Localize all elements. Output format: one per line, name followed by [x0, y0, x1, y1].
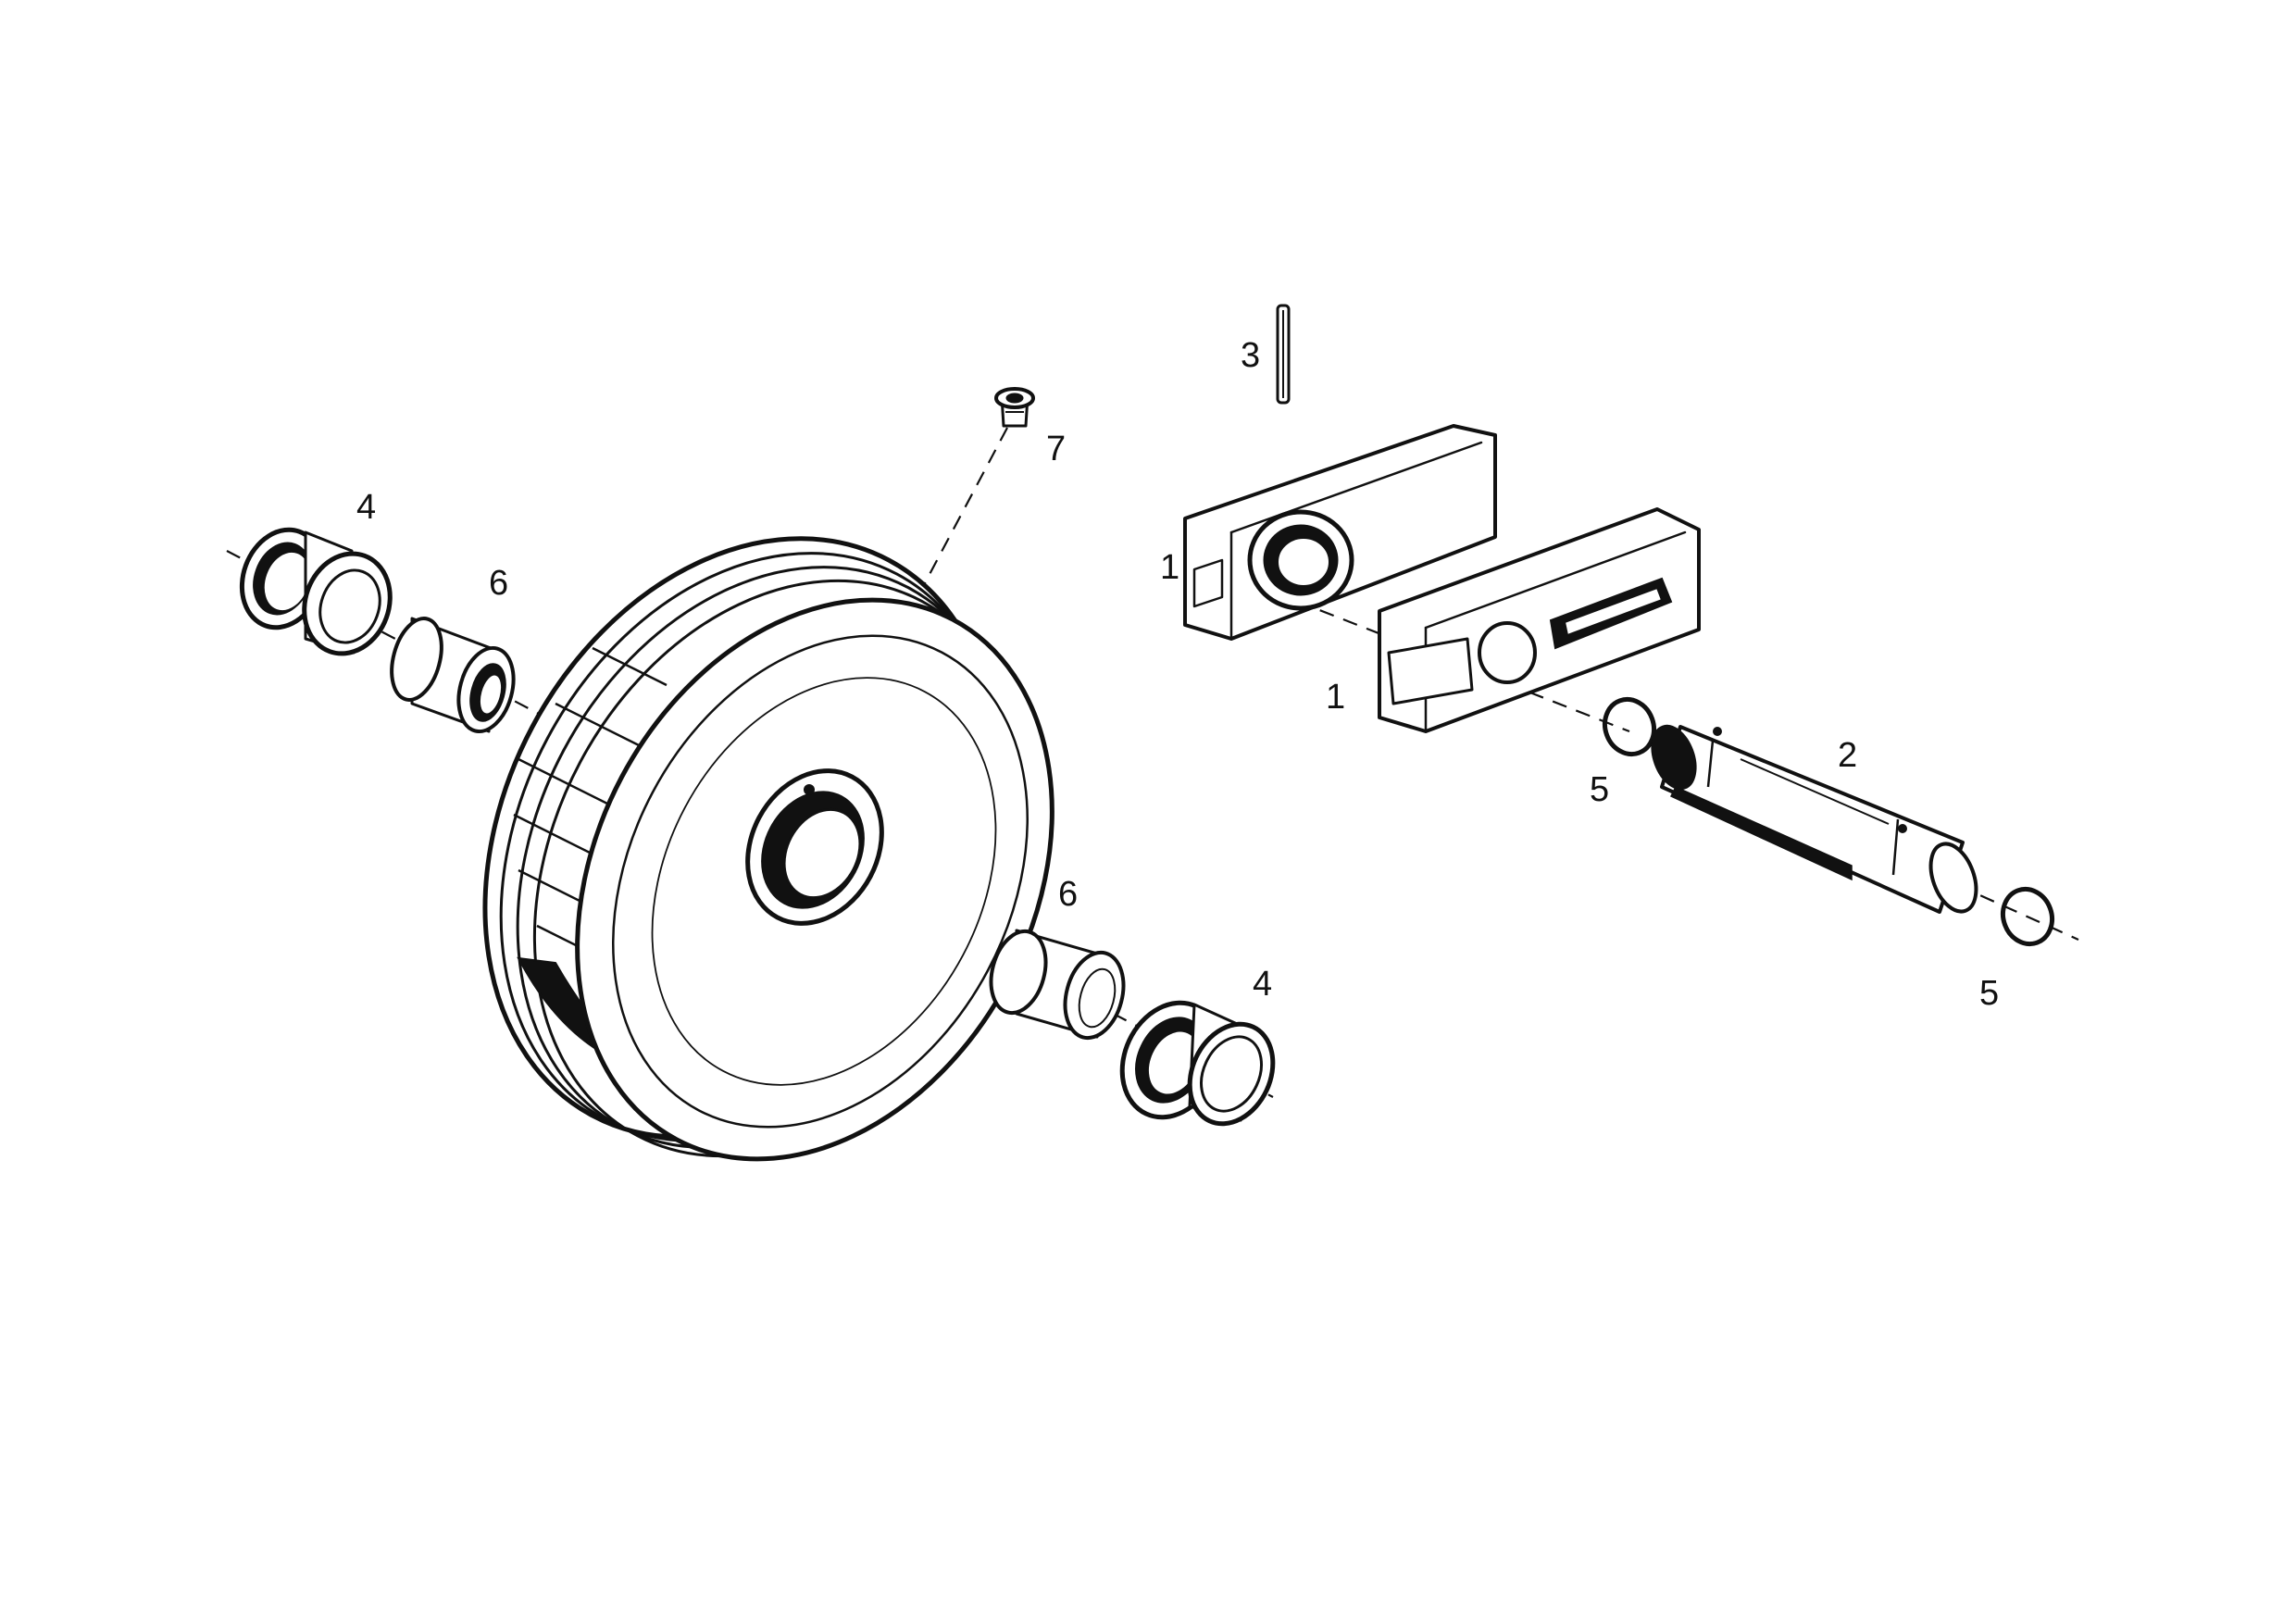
seal-right [1119, 1000, 1276, 1127]
callout-o-ring-left: 5 [1590, 770, 1609, 809]
mounting-block-upper [1183, 424, 1497, 641]
callout-bushing-right: 6 [1058, 875, 1078, 914]
o-ring-right [2001, 886, 2054, 947]
callout-bushing-left: 6 [489, 564, 508, 603]
idler-wheel [482, 536, 1054, 1162]
bushing-left [390, 617, 516, 734]
callout-block-upper: 1 [1160, 548, 1179, 587]
callout-o-ring-right: 5 [1979, 974, 1999, 1013]
callout-plug: 7 [1046, 430, 1066, 468]
o-ring-left [1603, 696, 1656, 757]
mounting-block-lower [1378, 507, 1701, 733]
callout-shaft: 2 [1838, 736, 1857, 775]
callout-pin: 3 [1241, 336, 1260, 375]
shaft [1651, 724, 1978, 914]
roll-pin [1276, 304, 1291, 405]
callout-seal-right: 4 [1253, 965, 1272, 1004]
callout-block-lower: 1 [1326, 678, 1345, 717]
seal-left [239, 527, 393, 656]
callout-labels: 1 1 2 3 4 4 5 5 6 6 7 [356, 336, 1999, 1013]
bushing-right [989, 929, 1126, 1041]
callout-seal-left: 4 [356, 488, 376, 527]
plug [994, 387, 1035, 428]
